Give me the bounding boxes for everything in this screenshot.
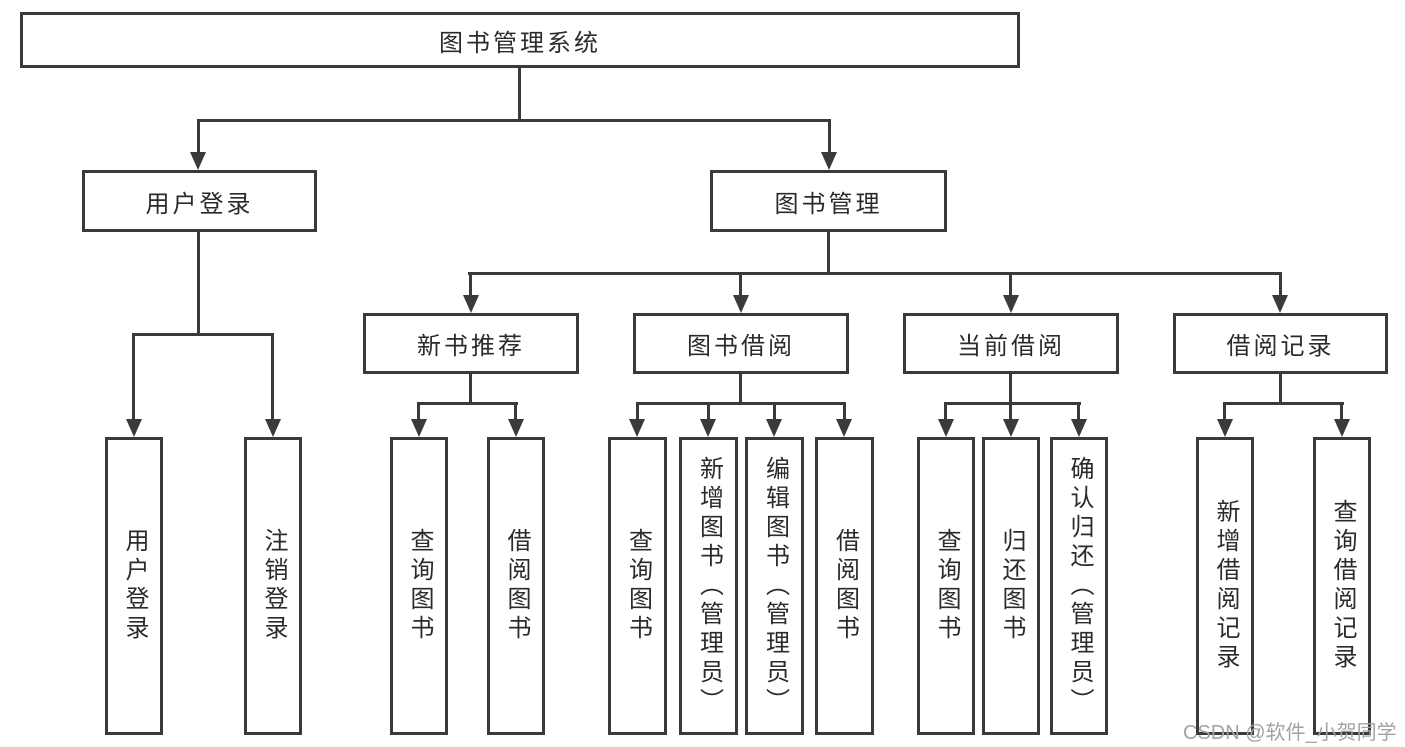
connector-line xyxy=(468,272,1282,275)
connector-line xyxy=(739,274,742,297)
arrowhead-down-icon xyxy=(700,419,716,437)
arrowhead-down-icon xyxy=(1272,295,1288,313)
leaf-edit-book-admin-label: 编辑图书（管理员） xyxy=(761,455,789,717)
leaf-user-login: 用户登录 xyxy=(105,437,163,735)
node-current-borrow: 当前借阅 xyxy=(903,313,1119,374)
connector-line xyxy=(1223,404,1226,421)
arrowhead-down-icon xyxy=(126,419,142,437)
connector-line xyxy=(197,121,200,154)
node-borrow-records: 借阅记录 xyxy=(1173,313,1388,374)
leaf-add-book-admin: 新增图书（管理员） xyxy=(679,437,738,735)
connector-line xyxy=(197,119,831,122)
connector-line xyxy=(843,404,846,421)
arrowhead-down-icon xyxy=(508,419,524,437)
connector-line xyxy=(1279,374,1282,404)
leaf-query-books-1: 查询图书 xyxy=(390,437,448,735)
leaf-return-book-label: 归还图书 xyxy=(998,528,1025,644)
node-new-book-recommend-label: 新书推荐 xyxy=(417,333,525,360)
connector-line xyxy=(827,232,830,274)
arrowhead-down-icon xyxy=(821,152,837,170)
arrowhead-down-icon xyxy=(766,419,782,437)
connector-line xyxy=(1009,374,1012,404)
leaf-confirm-return-admin-label: 确认归还（管理员） xyxy=(1066,455,1093,717)
connector-line xyxy=(773,404,776,421)
connector-line xyxy=(707,404,710,421)
leaf-user-login-label: 用户登录 xyxy=(121,528,148,644)
connector-line xyxy=(739,374,742,404)
arrowhead-down-icon xyxy=(1071,419,1087,437)
node-book-management: 图书管理 xyxy=(710,170,947,232)
connector-line xyxy=(197,232,200,335)
arrowhead-down-icon xyxy=(1003,295,1019,313)
arrowhead-down-icon xyxy=(190,152,206,170)
leaf-borrow-books-1: 借阅图书 xyxy=(487,437,545,735)
arrowhead-down-icon xyxy=(411,419,427,437)
connector-line xyxy=(944,404,947,421)
connector-line xyxy=(828,121,831,154)
connector-line xyxy=(518,68,521,121)
connector-line xyxy=(1223,402,1344,405)
leaf-query-books-3-label: 查询图书 xyxy=(933,528,960,644)
leaf-query-borrow-record-label: 查询借阅记录 xyxy=(1329,499,1356,673)
leaf-query-books-2: 查询图书 xyxy=(608,437,667,735)
arrowhead-down-icon xyxy=(1217,419,1233,437)
leaf-add-borrow-record-label: 新增借阅记录 xyxy=(1212,499,1239,673)
connector-line xyxy=(514,404,517,421)
connector-line xyxy=(417,404,420,421)
leaf-borrow-books-1-label: 借阅图书 xyxy=(503,528,530,644)
connector-line xyxy=(469,374,472,404)
leaf-query-books-3: 查询图书 xyxy=(917,437,975,735)
leaf-logout: 注销登录 xyxy=(244,437,302,735)
connector-line xyxy=(1340,404,1343,421)
leaf-confirm-return-admin: 确认归还（管理员） xyxy=(1050,437,1108,735)
node-book-borrow-label: 图书借阅 xyxy=(687,333,795,360)
node-borrow-records-label: 借阅记录 xyxy=(1226,333,1335,360)
connector-line xyxy=(1279,274,1282,297)
arrowhead-down-icon xyxy=(265,419,281,437)
connector-line xyxy=(944,402,1081,405)
connector-line xyxy=(271,335,274,421)
node-user-login-label: 用户登录 xyxy=(145,190,254,218)
leaf-logout-label: 注销登录 xyxy=(260,528,287,644)
watermark: CSDN @软件_小贺同学 xyxy=(1183,722,1397,744)
node-root: 图书管理系统 xyxy=(20,12,1020,68)
connector-line xyxy=(636,404,639,421)
connector-line xyxy=(132,335,135,421)
connector-line xyxy=(1009,404,1012,421)
leaf-edit-book-admin: 编辑图书（管理员） xyxy=(745,437,804,735)
connector-line xyxy=(469,274,472,297)
node-new-book-recommend: 新书推荐 xyxy=(363,313,579,374)
arrowhead-down-icon xyxy=(733,295,749,313)
leaf-borrow-books-2-label: 借阅图书 xyxy=(831,528,859,644)
leaf-query-borrow-record: 查询借阅记录 xyxy=(1313,437,1371,735)
node-book-borrow: 图书借阅 xyxy=(633,313,849,374)
connector-line xyxy=(1077,404,1080,421)
leaf-query-books-1-label: 查询图书 xyxy=(406,528,433,644)
leaf-return-book: 归还图书 xyxy=(982,437,1040,735)
leaf-borrow-books-2: 借阅图书 xyxy=(815,437,874,735)
arrowhead-down-icon xyxy=(836,419,852,437)
connector-line xyxy=(1009,274,1012,297)
leaf-query-books-2-label: 查询图书 xyxy=(624,528,652,644)
arrowhead-down-icon xyxy=(1334,419,1350,437)
node-user-login: 用户登录 xyxy=(82,170,317,232)
arrowhead-down-icon xyxy=(938,419,954,437)
connector-line xyxy=(132,333,274,336)
node-book-management-label: 图书管理 xyxy=(774,190,883,218)
leaf-add-borrow-record: 新增借阅记录 xyxy=(1196,437,1254,735)
node-root-label: 图书管理系统 xyxy=(439,29,601,57)
node-current-borrow-label: 当前借阅 xyxy=(957,333,1065,360)
connector-line xyxy=(636,402,846,405)
arrowhead-down-icon xyxy=(629,419,645,437)
leaf-add-book-admin-label: 新增图书（管理员） xyxy=(695,455,723,717)
arrowhead-down-icon xyxy=(1003,419,1019,437)
arrowhead-down-icon xyxy=(463,295,479,313)
connector-line xyxy=(417,402,518,405)
